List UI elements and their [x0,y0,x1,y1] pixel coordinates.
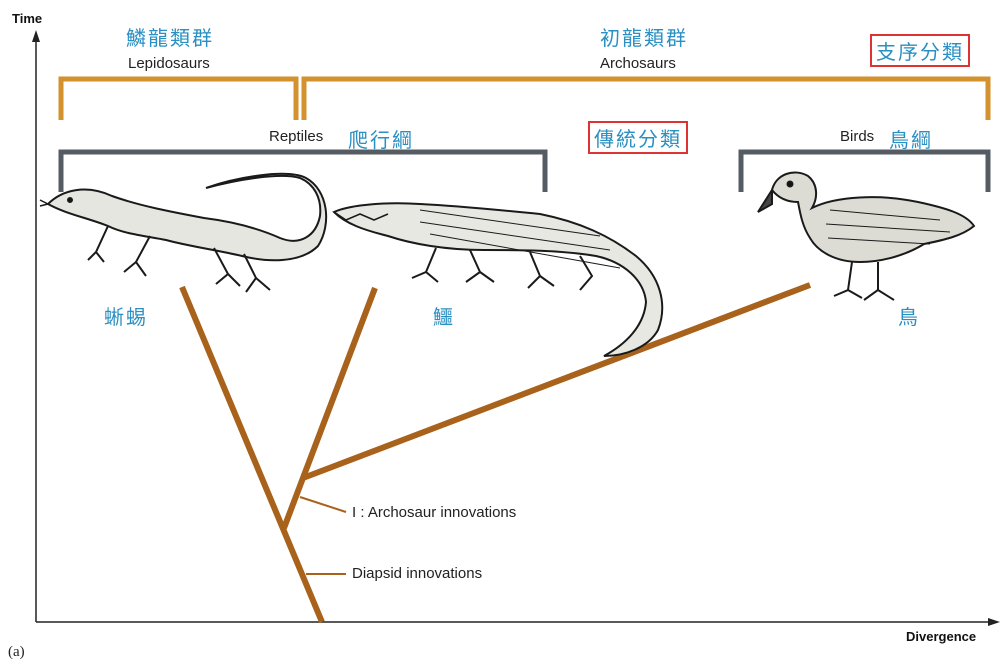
reptiles-en-label: Reptiles [269,128,323,145]
y-axis-arrowhead [32,30,40,42]
crocodile-branch [284,288,375,528]
traditional-classification-box: 傳統分類 [588,121,688,154]
reptiles-bracket [61,152,545,192]
archosaurs-zh-label: 初龍類群 [600,22,688,51]
lepidosaurs-en-label: Lepidosaurs [128,55,210,72]
axes [32,30,1000,626]
birds-en-label: Birds [840,128,874,145]
bird-label: 鳥 [898,301,920,330]
archosaurs-en-label: Archosaurs [600,55,676,72]
annotation-leaders [300,497,346,574]
duck-illustration [758,172,974,300]
panel-tag: (a) [8,644,25,661]
traditional-brackets [61,152,988,192]
lepidosaurs-bracket [61,79,296,120]
phylogenetic-tree [182,285,810,622]
y-axis-label: Time [12,11,42,26]
lizard-illustration [40,174,326,292]
crocodile-illustration [334,203,662,356]
archosaur-node-leader [300,497,346,512]
cladistic-classification-box: 支序分類 [870,34,970,67]
cladistic-brackets [61,79,988,120]
x-axis-arrowhead [988,618,1000,626]
crocodile-label: 鱷 [433,301,455,330]
bird-branch [303,285,810,478]
lepidosaurs-zh-label: 鱗龍類群 [126,22,214,51]
diapsid-innovations-label: Diapsid innovations [352,565,482,582]
archosaurs-bracket [304,79,988,120]
lizard-branch [182,287,322,622]
birds-zh-label: 鳥綱 [889,124,933,153]
archosaur-innovations-label: I : Archosaur innovations [352,504,516,521]
reptiles-zh-label: 爬行綱 [348,124,414,153]
lizard-label: 蜥蜴 [104,301,148,330]
x-axis-label: Divergence [906,629,976,644]
